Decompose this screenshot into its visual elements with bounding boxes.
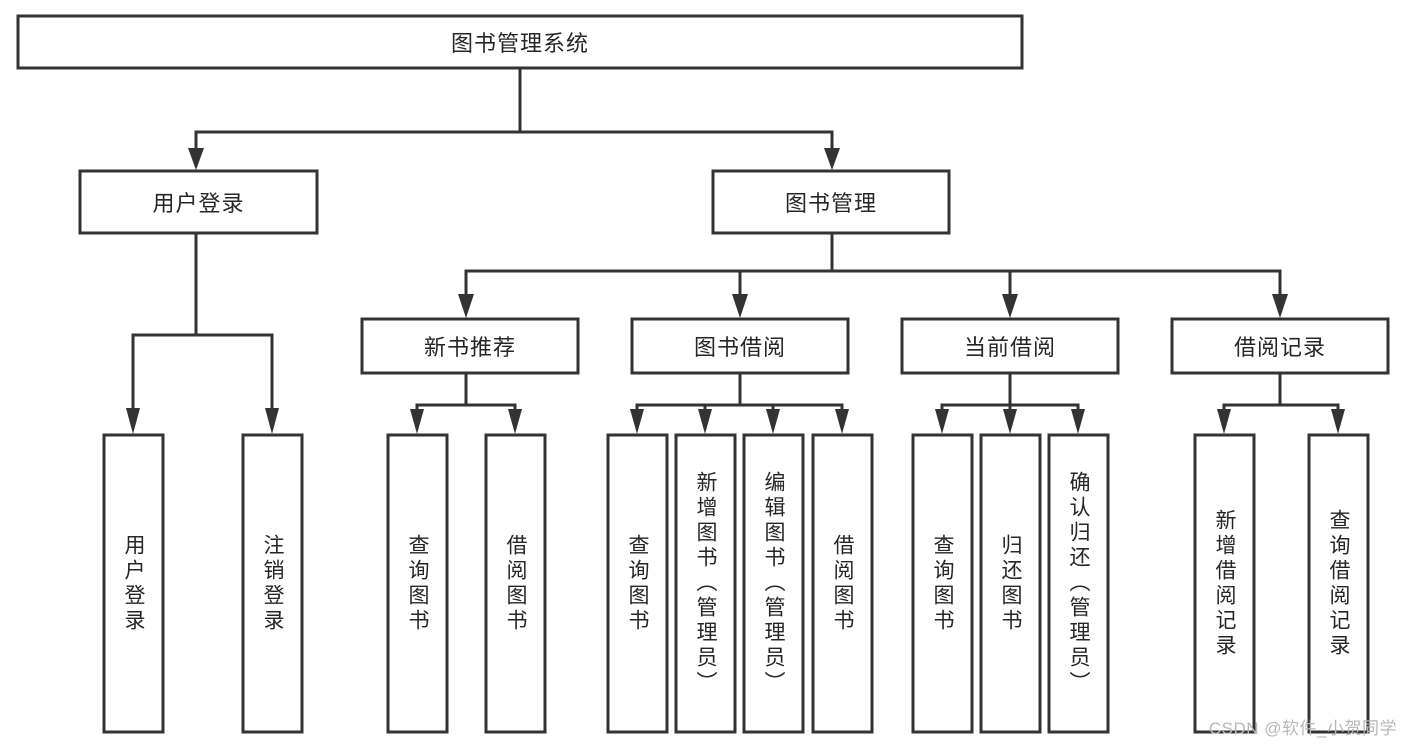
node-box-current-borrow[interactable] <box>900 317 1120 375</box>
arrow-to-book-borrow <box>732 294 748 318</box>
node-box-leaf-13[interactable] <box>1307 433 1370 734</box>
arrow-to-leaf-8 <box>835 409 849 434</box>
node-box-borrow-record[interactable] <box>1170 317 1390 375</box>
connectors-new-book-rec-to-leaves <box>410 372 522 434</box>
csdn-watermark: CSDN @软件_小贺同学 <box>1208 719 1397 738</box>
node-box-user-login[interactable] <box>78 169 319 235</box>
node-box-book-borrow[interactable] <box>630 317 850 375</box>
node-box-leaf-9[interactable] <box>911 433 974 734</box>
connectors-user-login-to-leaves <box>126 232 279 434</box>
connectors-book-borrow-to-leaves <box>630 372 849 434</box>
arrow-to-leaf-1 <box>126 408 140 434</box>
arrow-to-leaf-12 <box>1217 409 1231 434</box>
connectors-root-to-level2 <box>188 66 840 170</box>
node-box-leaf-8[interactable] <box>811 433 874 734</box>
node-box-leaf-1[interactable] <box>102 433 165 734</box>
node-box-root[interactable] <box>16 14 1024 70</box>
arrow-to-user-login <box>188 148 204 170</box>
arrow-to-leaf-5 <box>630 409 644 434</box>
node-box-leaf-2[interactable] <box>241 433 304 734</box>
node-box-book-mgmt[interactable] <box>711 169 951 235</box>
connectors-borrow-record-to-leaves <box>1217 372 1345 434</box>
node-box-leaf-12[interactable] <box>1193 433 1256 734</box>
arrow-to-leaf-9 <box>935 409 949 434</box>
arrow-to-leaf-3 <box>410 409 424 434</box>
node-box-leaf-7[interactable] <box>742 433 805 734</box>
arrow-to-leaf-2 <box>265 408 279 434</box>
arrow-to-leaf-13 <box>1331 409 1345 434</box>
arrow-to-new-book-rec <box>458 294 474 318</box>
arrow-to-leaf-7 <box>766 409 780 434</box>
arrow-to-leaf-10 <box>1003 409 1017 434</box>
node-box-leaf-4[interactable] <box>484 433 547 734</box>
connectors-book-mgmt-to-level3 <box>458 232 1288 318</box>
arrow-to-leaf-6 <box>698 409 712 434</box>
node-box-leaf-10[interactable] <box>979 433 1042 734</box>
arrow-to-borrow-record <box>1272 294 1288 318</box>
node-box-new-book-rec[interactable] <box>360 317 580 375</box>
node-box-leaf-6[interactable] <box>674 433 737 734</box>
arrow-to-book-mgmt <box>824 148 840 170</box>
node-box-leaf-5[interactable] <box>606 433 669 734</box>
arrow-to-leaf-11 <box>1071 409 1085 434</box>
node-box-leaf-11[interactable] <box>1047 433 1110 734</box>
arrow-to-current-borrow <box>1002 294 1018 318</box>
connectors-current-borrow-to-leaves <box>935 372 1085 434</box>
node-box-leaf-3[interactable] <box>386 433 449 734</box>
arrow-to-leaf-4 <box>508 409 522 434</box>
